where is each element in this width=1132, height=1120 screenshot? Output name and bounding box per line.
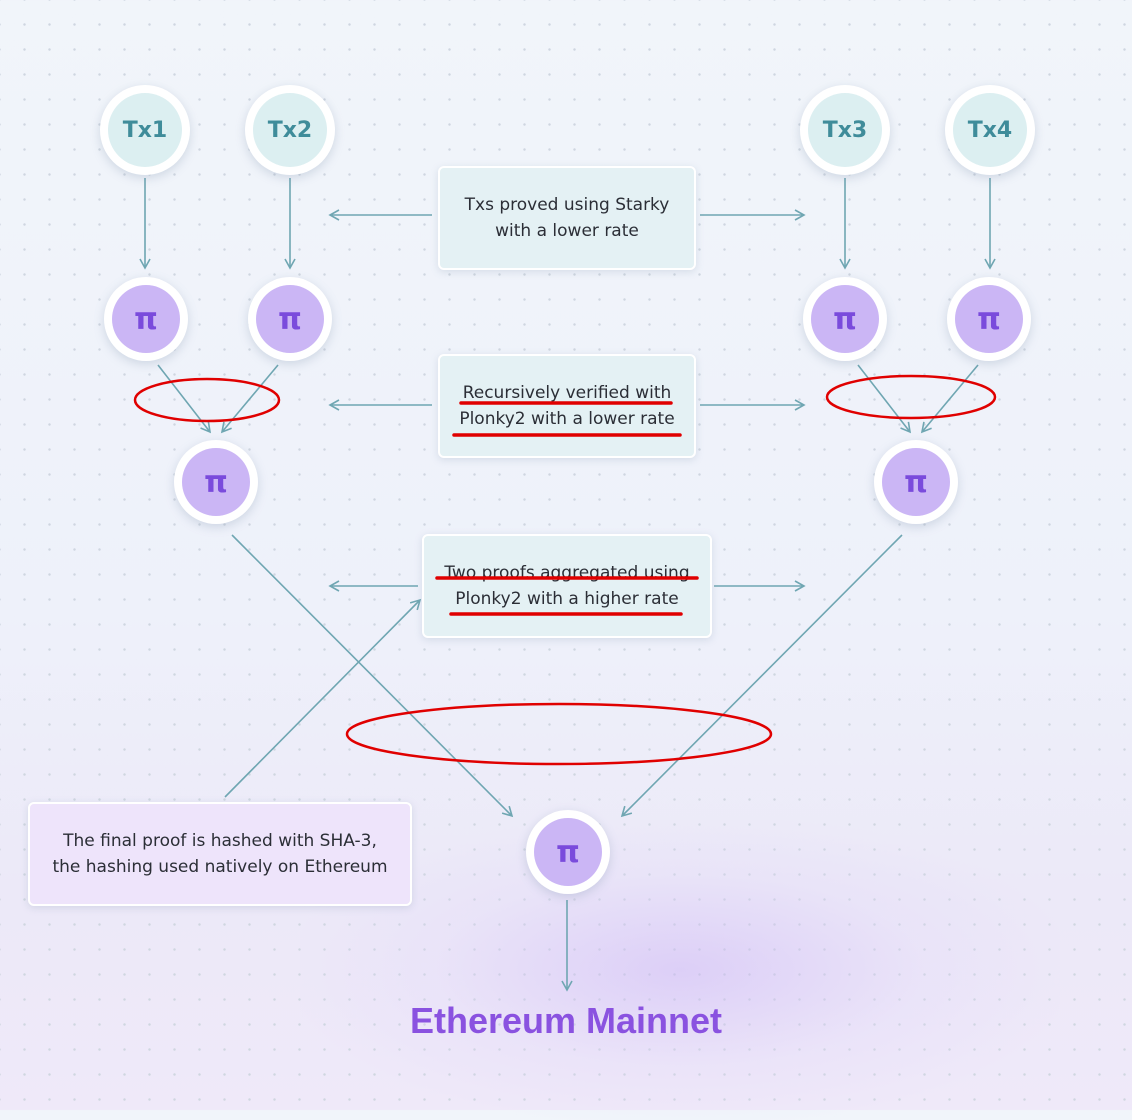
proof-node-tx3: π: [803, 277, 887, 361]
tx2-node: Tx2: [245, 85, 335, 175]
tx3-label: Tx3: [808, 93, 882, 167]
arrow-left-aggregate-to-final: [231, 534, 514, 818]
callout-aggregated-line-2: Plonky2 with a higher rate: [455, 589, 679, 609]
proof-node-tx1: π: [104, 277, 188, 361]
callout-recursive-line-1: Recursively verified with: [462, 383, 672, 403]
pi-symbol: π: [256, 285, 324, 353]
callout-final-hash: The final proof is hashed with SHA-3, th…: [28, 802, 412, 906]
tx4-node: Tx4: [945, 85, 1035, 175]
tx1-label: Tx1: [108, 93, 182, 167]
final-proof-node: π: [526, 810, 610, 894]
pointer-final-hash: [224, 598, 422, 798]
tx3-node: Tx3: [800, 85, 890, 175]
tx1-node: Tx1: [100, 85, 190, 175]
pi-symbol: π: [112, 285, 180, 353]
tx4-label: Tx4: [953, 93, 1027, 167]
pi-symbol: π: [955, 285, 1023, 353]
callout-recursive-line-2: Plonky2 with a lower rate: [459, 409, 675, 429]
callout-aggregated: Two proofs aggregated using Plonky2 with…: [422, 534, 712, 638]
callout-final-hash-line-1: The final proof is hashed with SHA-3,: [63, 831, 377, 851]
left-aggregate-proof-node: π: [174, 440, 258, 524]
tx2-label: Tx2: [253, 93, 327, 167]
callout-final-hash-line-2: the hashing used natively on Ethereum: [52, 857, 388, 877]
ethereum-mainnet-title: Ethereum Mainnet: [409, 1000, 723, 1041]
arrow-proof3-to-right-aggregate: [857, 364, 912, 434]
arrow-proof4-to-right-aggregate: [920, 364, 979, 434]
pi-symbol: π: [811, 285, 879, 353]
right-aggregate-proof-node: π: [874, 440, 958, 524]
proof-node-tx4: π: [947, 277, 1031, 361]
pi-symbol: π: [534, 818, 602, 886]
pi-symbol: π: [882, 448, 950, 516]
proof-node-tx2: π: [248, 277, 332, 361]
pi-symbol: π: [182, 448, 250, 516]
annotation-ellipse-right-merge: [825, 374, 997, 420]
arrow-right-aggregate-to-final: [620, 534, 903, 818]
annotation-ellipse-left-merge: [133, 377, 281, 423]
background-glow: [300, 820, 1060, 1120]
callout-recursive: Recursively verified with Plonky2 with a…: [438, 354, 696, 458]
callout-starky: Txs proved using Starky with a lower rat…: [438, 166, 696, 270]
callout-starky-line-1: Txs proved using Starky: [464, 195, 670, 215]
callout-starky-line-2: with a lower rate: [495, 221, 639, 241]
annotation-ellipse-crossing: [345, 702, 773, 766]
